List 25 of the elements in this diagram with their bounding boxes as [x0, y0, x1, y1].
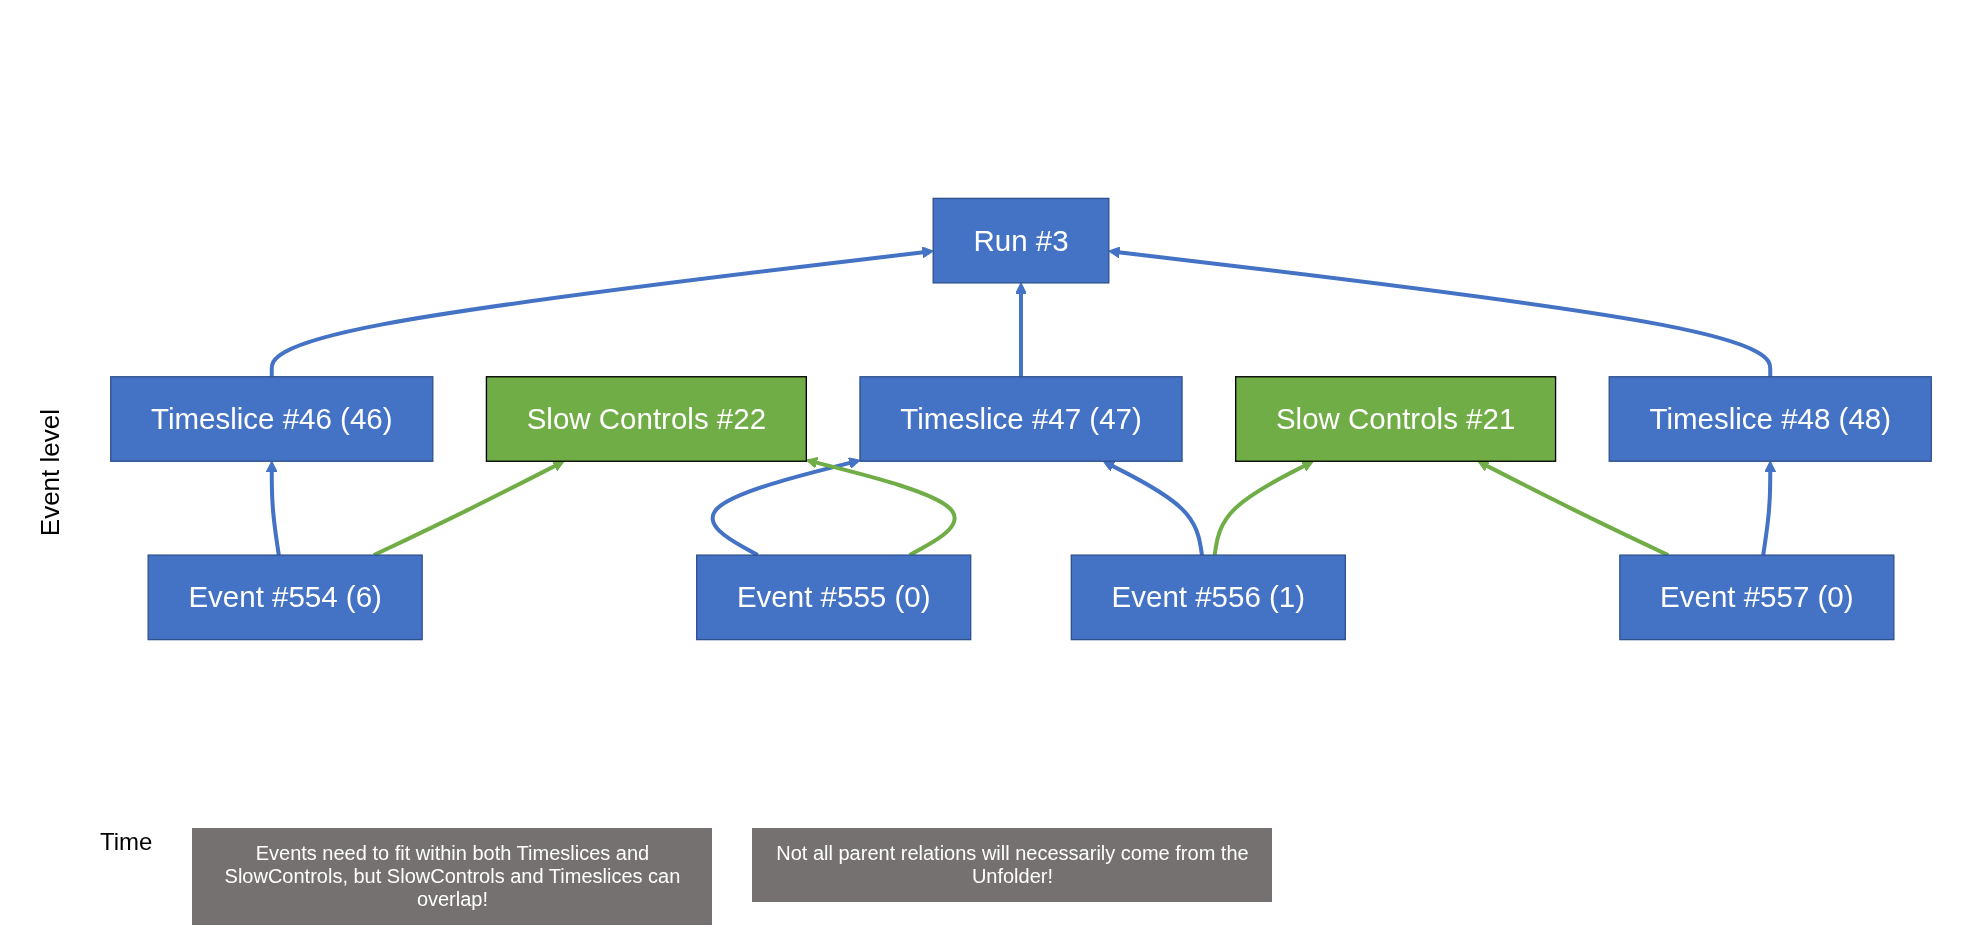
- arrow: [710, 457, 861, 557]
- node-box: Event #557 (0): [1619, 554, 1895, 641]
- arrow: [1108, 246, 1773, 377]
- node-box: Timeslice #47 (47): [859, 376, 1183, 462]
- arrow: [1102, 460, 1204, 556]
- arrow: [265, 460, 281, 556]
- arrow: [805, 456, 957, 557]
- node-box: Run #3: [932, 197, 1110, 284]
- axis-label: Time: [100, 828, 153, 856]
- arrow: [373, 460, 565, 557]
- axis-label: Event level: [34, 408, 66, 537]
- node-box: Timeslice #48 (48): [1608, 376, 1932, 462]
- arrow: [1212, 460, 1314, 556]
- callout-note: Events need to fit within both Timeslices and SlowControls, but SlowControls and Timeslices can overlap!: [192, 828, 713, 925]
- arrow: [1761, 460, 1777, 556]
- node-box: Slow Controls #22: [485, 376, 807, 462]
- node-box: Slow Controls #21: [1235, 376, 1557, 462]
- arrow: [1015, 282, 1027, 377]
- node-box: Event #556 (1): [1070, 554, 1346, 641]
- node-box: Event #554 (6): [147, 554, 423, 641]
- arrow: [269, 246, 934, 377]
- node-box: Timeslice #46 (46): [110, 376, 434, 462]
- node-box: Event #555 (0): [696, 554, 972, 641]
- callout-note: Not all parent relations will necessarily come from the Unfolder!: [752, 828, 1273, 902]
- arrow: [1477, 460, 1669, 557]
